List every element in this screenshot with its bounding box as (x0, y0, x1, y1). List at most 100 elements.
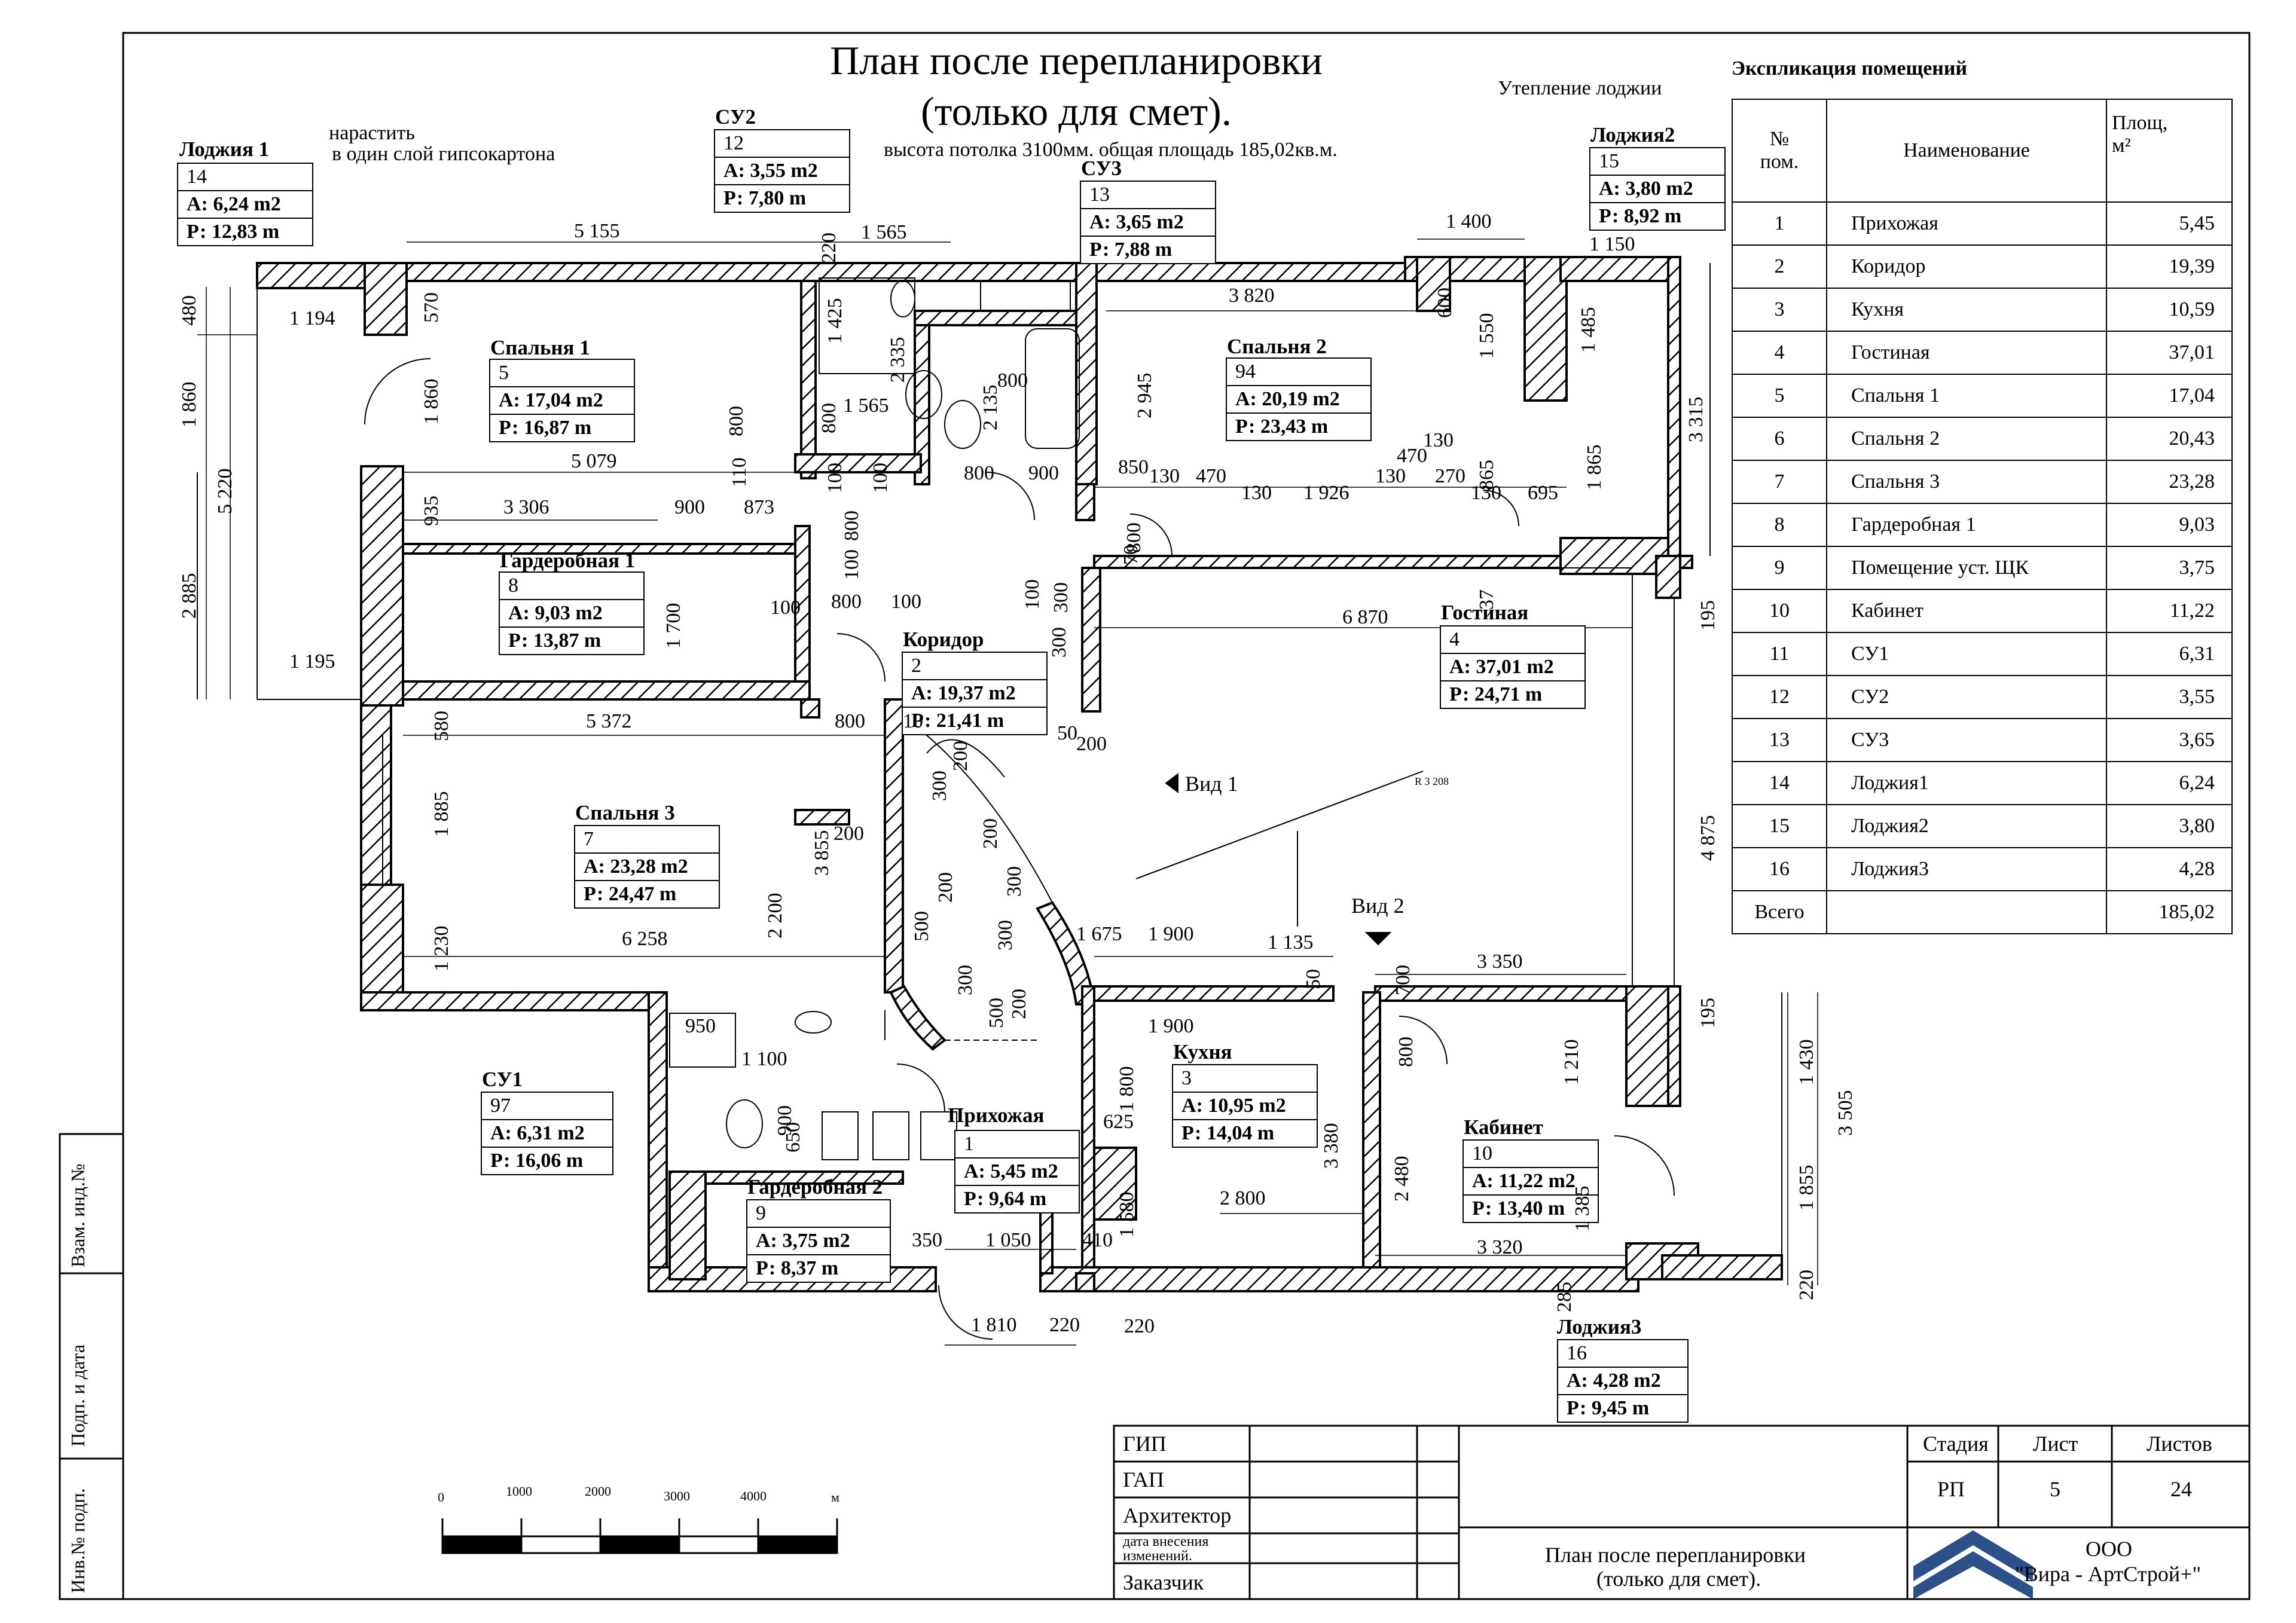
stamp-stage-header: Стадия (1923, 1432, 1989, 1456)
dimension: 1 400 (1446, 210, 1492, 233)
dimension: 130 (1149, 465, 1180, 487)
dimension: 1 926 (1303, 482, 1349, 504)
dimension: 935 (420, 496, 442, 526)
dimension: 10 (903, 710, 923, 732)
room-label: Кухня (1173, 1040, 1232, 1063)
stamp-title-line2: (только для смет). (1596, 1567, 1761, 1591)
room-label: Спальня 1 (490, 336, 590, 359)
dimension: 5 155 (574, 220, 620, 242)
dimension: 800 (1123, 522, 1145, 553)
dimension: 110 (728, 457, 750, 487)
dimension: 800 (997, 369, 1028, 392)
scale-tick: 0 (438, 1490, 444, 1505)
stamp-sheet: 5 (2050, 1477, 2060, 1501)
stamp-title-line1: План после перепланировки (1545, 1543, 1806, 1567)
dimension: 1 550 (1476, 313, 1498, 359)
dimension: 2 335 (887, 337, 909, 383)
dimension: 625 (1103, 1111, 1134, 1133)
dimension: 1 800 (1116, 1066, 1138, 1112)
dimension: 220 (818, 233, 840, 263)
dimension: 300 (1050, 582, 1072, 613)
walls (256, 256, 1783, 1292)
stamp-stage: РП (1937, 1477, 1965, 1501)
dimension: 800 (835, 710, 865, 732)
dimension: 130 (1471, 482, 1501, 504)
stamp-sheets-header: Листов (2147, 1432, 2212, 1456)
note-gypsum-2: в один слой гипсокартона (332, 143, 555, 165)
dimension: 3 505 (1834, 1090, 1857, 1136)
dimension: 1 810 (971, 1314, 1017, 1336)
scale-tick: 4000 (740, 1488, 767, 1503)
view-2-label: Вид 2 (1351, 894, 1405, 918)
dimension: 1 135 (1268, 931, 1314, 953)
room-label: Коридор (903, 628, 984, 651)
stamp-role: ГИП (1123, 1432, 1167, 1456)
scale-tick: 1000 (506, 1484, 532, 1499)
side-label: Взам. инд.№ (67, 1163, 88, 1268)
dimension: 195 (1697, 600, 1719, 631)
dimension: 1 485 (1577, 307, 1599, 353)
dimension: 3 306 (503, 496, 549, 518)
dimension: 5 079 (571, 450, 617, 472)
dimension: 1 865 (1583, 444, 1605, 491)
dimension: 900 (674, 496, 705, 518)
dimension: 300 (1003, 866, 1025, 897)
dimension: 200 (1076, 733, 1107, 755)
dimension: 5 220 (214, 468, 236, 515)
note-gypsum-1: нарастить (329, 122, 415, 144)
dimension: 100 (824, 463, 846, 493)
dimension: R 3 208 (1415, 775, 1449, 787)
dimension: 130 (1375, 465, 1406, 487)
dimension: 1 425 (824, 298, 846, 344)
dimension: 1 194 (289, 307, 335, 329)
dimension: 220 (1796, 1270, 1818, 1300)
dimension: 800 (818, 403, 840, 433)
dimension: 570 (420, 292, 442, 323)
stamp-company-line1: ООО (2086, 1537, 2132, 1561)
dimension: 1 050 (985, 1229, 1031, 1251)
room-label: Спальня 3 (575, 801, 675, 824)
plan-title-line2: (только для смет). (921, 88, 1232, 134)
scale-unit: м (831, 1490, 839, 1505)
dimension: 580 (430, 711, 453, 741)
plan-subtitle: высота потолка 3100мм. общая площадь 185… (884, 139, 1338, 161)
dimension: 200 (949, 741, 972, 771)
dimension: 1 100 (741, 1048, 787, 1070)
company-logo (1913, 1530, 2033, 1599)
dimension: 1 855 (1796, 1164, 1818, 1211)
fixtures (669, 277, 1080, 1160)
dimension: 100 (841, 549, 863, 580)
dimension: 410 (1082, 1229, 1113, 1251)
dimension: 4 875 (1697, 815, 1719, 861)
dimension: 1 230 (430, 925, 453, 972)
dimension: 200 (833, 823, 864, 845)
dimension: 195 (1697, 998, 1719, 1028)
plan-title-line1: План после перепланировки (830, 38, 1323, 83)
title-block-grid (1113, 1425, 2251, 1600)
dimension: 800 (841, 511, 863, 541)
scale-tick: 2000 (585, 1484, 611, 1499)
dimension: 2 200 (764, 893, 786, 939)
stamp-role: Архитектор (1123, 1503, 1232, 1527)
room-label: Лоджия2 (1590, 123, 1675, 146)
dimension: 6 870 (1342, 606, 1388, 628)
side-label: Подп. и дата (67, 1344, 88, 1447)
dimension: 480 (178, 295, 200, 326)
